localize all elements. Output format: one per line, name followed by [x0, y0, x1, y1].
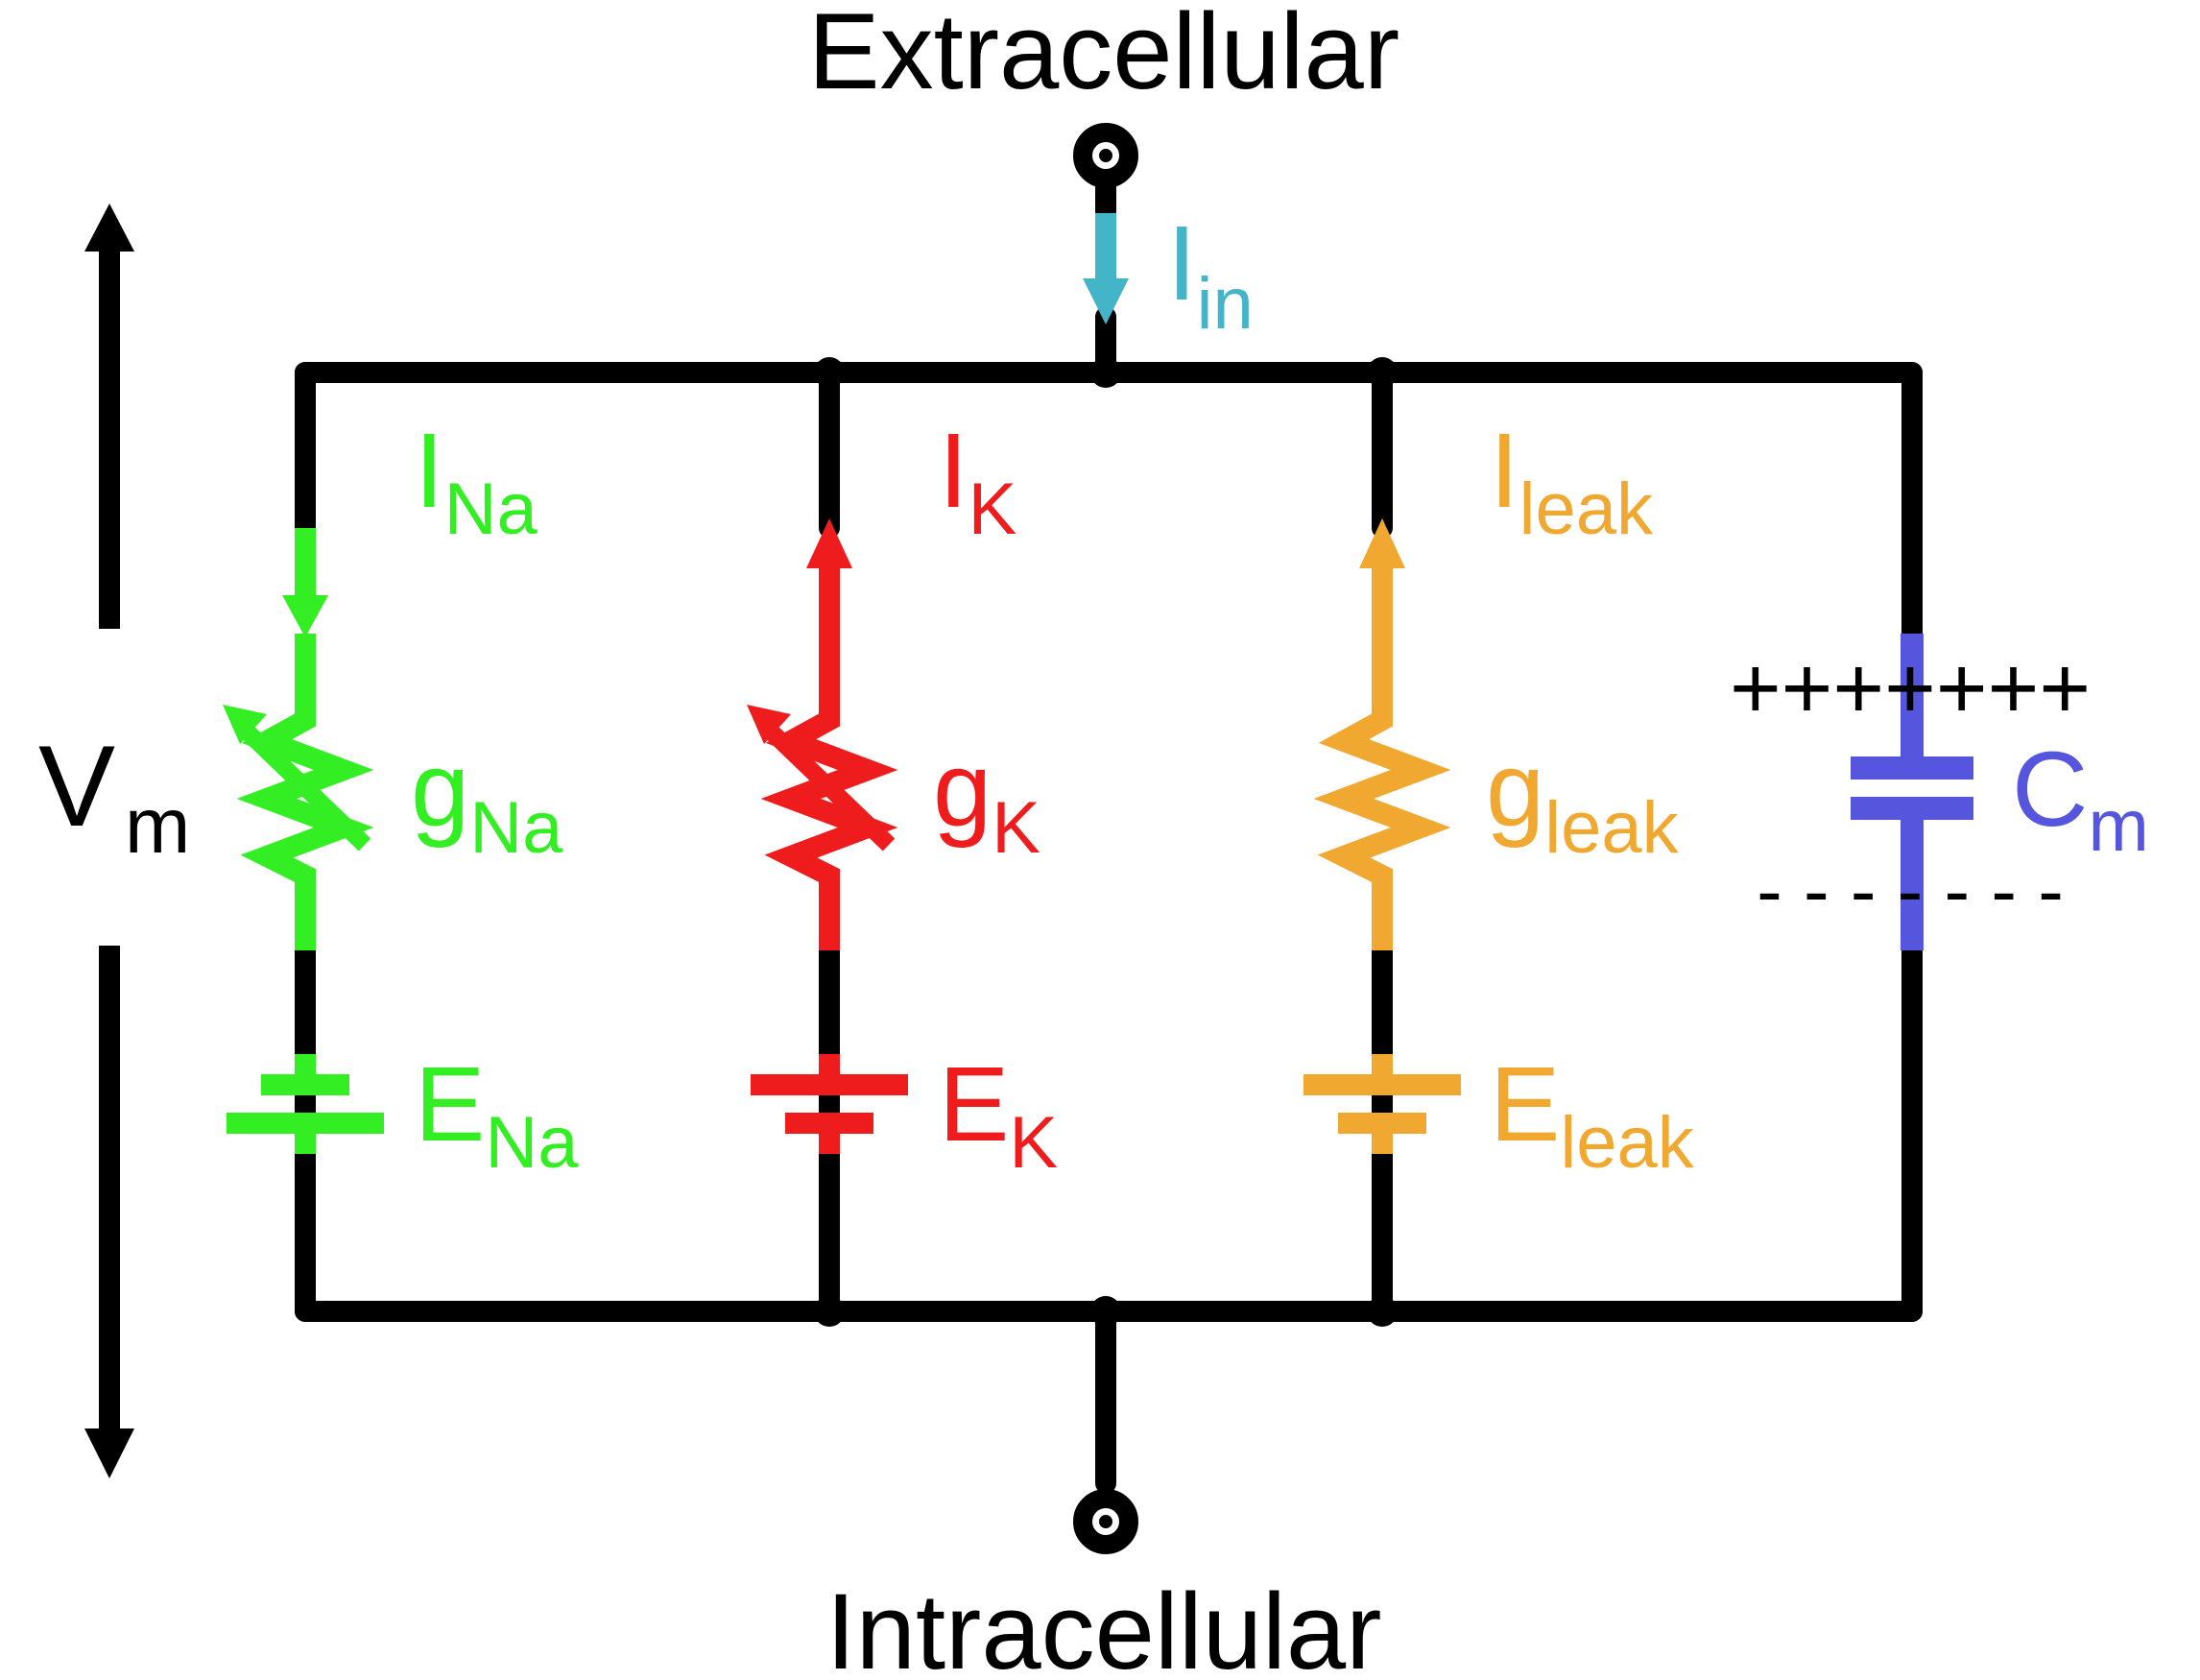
- extracellular-label: Extracellular: [808, 0, 1399, 111]
- capacitor-minus-signs: - - - - - - -: [1757, 848, 2064, 933]
- battery-icon: [751, 1054, 908, 1154]
- potassium-current-label: IK: [939, 412, 1016, 550]
- battery-icon: [1303, 1054, 1461, 1154]
- input-current-label: Iin: [1167, 204, 1254, 345]
- capacitor-plus-signs: +++++++: [1730, 639, 2091, 737]
- leak-reversal-label: Eleak: [1490, 1045, 1695, 1184]
- resistor-icon: [1344, 710, 1421, 885]
- capacitor-icon: [1851, 634, 1973, 950]
- current-arrow-icon: [282, 595, 328, 637]
- leak-conductance-label: gleak: [1486, 731, 1680, 869]
- potassium-branch: IK gK EK: [747, 412, 1058, 1184]
- battery-icon: [227, 1054, 384, 1154]
- input-current-arrow-icon: [1083, 213, 1129, 324]
- leak-branch: Ileak gleak Eleak: [1303, 412, 1695, 1184]
- current-arrow-icon: [1359, 518, 1405, 568]
- sodium-branch: INa gNa ENa: [223, 412, 579, 1184]
- terminal-icon: [1073, 123, 1138, 188]
- current-arrow-icon: [806, 518, 852, 568]
- potassium-conductance-label: gK: [933, 731, 1040, 869]
- potassium-reversal-label: EK: [939, 1045, 1058, 1184]
- terminal-icon: [1073, 1489, 1138, 1554]
- membrane-capacitance-label: Cm: [2012, 731, 2149, 867]
- sodium-conductance-label: gNa: [411, 731, 563, 869]
- leak-current-label: Ileak: [1490, 412, 1654, 550]
- intracellular-label: Intracellular: [826, 1572, 1382, 1680]
- sodium-reversal-label: ENa: [415, 1045, 579, 1184]
- membrane-voltage-arrow-icon: [84, 204, 134, 1478]
- sodium-current-label: INa: [415, 412, 538, 550]
